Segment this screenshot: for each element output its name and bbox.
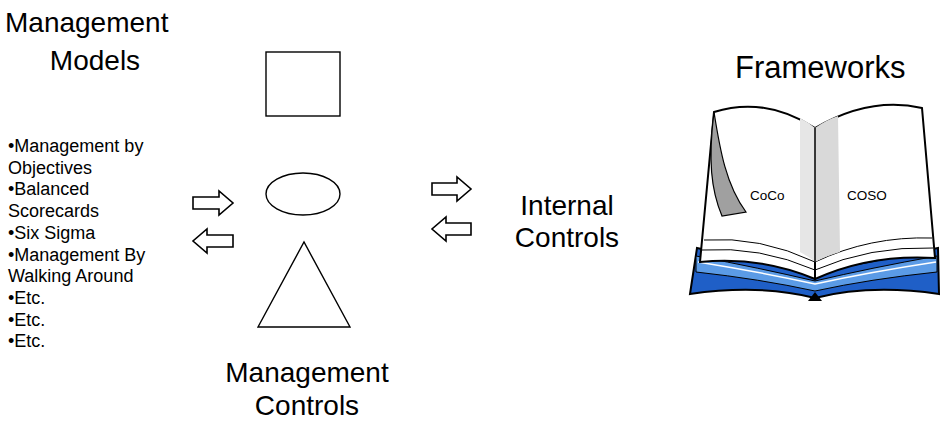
triangle-shape	[258, 242, 350, 327]
square-shape	[266, 52, 340, 116]
group-caption: Management Controls	[207, 356, 407, 422]
list-item: •Six Sigma	[8, 223, 170, 245]
group-caption: Internal Controls	[492, 190, 642, 254]
list-item: •Etc.	[8, 331, 170, 353]
page-label: CoCo	[750, 188, 794, 204]
ellipse-shape	[266, 173, 340, 215]
left-arrow	[193, 229, 233, 253]
page-label: COSO	[847, 188, 895, 204]
right-arrow	[193, 191, 233, 215]
book-illustration	[690, 105, 939, 301]
list-item: •Management By Walking Around	[8, 245, 170, 288]
heading-text: Frameworks	[735, 50, 935, 86]
right-arrow	[432, 177, 471, 201]
list-item: •Etc.	[8, 288, 170, 310]
list-item: •Management by Objectives	[8, 136, 170, 179]
left-arrow	[432, 217, 471, 241]
list-item: •Etc.	[8, 310, 170, 332]
list-item: •Balanced Scorecards	[8, 179, 170, 222]
heading-text: Management	[5, 6, 225, 40]
heading-text: Models	[20, 44, 170, 78]
